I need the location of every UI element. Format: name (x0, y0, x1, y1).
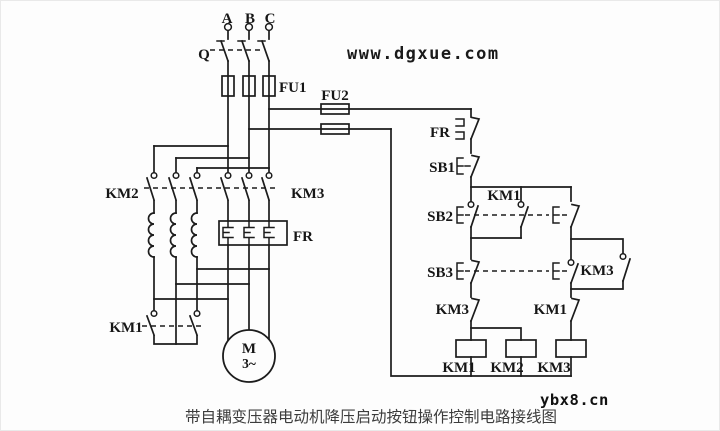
label-phase-c: C (265, 11, 276, 27)
label-km3-main: KM3 (291, 186, 324, 202)
label-sb1: SB1 (429, 160, 455, 176)
label-km1-interlock: KM1 (534, 302, 567, 318)
label-km3-hold: KM3 (580, 263, 613, 279)
watermarks-and-caption: www.dgxue.com ybx8.cn 带自耦变压器电动机降压启动按钮操作控… (185, 44, 609, 426)
label-fu2: FU2 (321, 88, 349, 104)
fuse-fu2-top (320, 103, 350, 115)
km3-interlock-blade (469, 297, 481, 323)
diagram-labels: A B C Q FU1 FU2 KM2 KM3 FR KM1 M 3~ FR S… (105, 11, 613, 376)
sb3-actuator-icon (456, 262, 464, 280)
label-sb2: SB2 (427, 209, 453, 225)
label-coil-km2: KM2 (490, 360, 523, 376)
label-fr-contact: FR (430, 125, 450, 141)
terminal-c (264, 22, 274, 32)
run-branch (218, 171, 288, 383)
winding-1 (147, 212, 155, 258)
label-km2-main: KM2 (105, 186, 138, 202)
label-switch-q: Q (198, 47, 210, 63)
sb3-right-actuator-icon (552, 262, 560, 280)
terminal-a (223, 22, 233, 32)
thermal-relay-box (218, 220, 288, 246)
watermark-ybx8: ybx8.cn (540, 391, 609, 409)
coil-km1-box (455, 339, 487, 358)
label-km1-main: KM1 (109, 320, 142, 336)
label-coil-km1: KM1 (442, 360, 475, 376)
coil-km2-box (505, 339, 537, 358)
label-km1-hold: KM1 (487, 188, 520, 204)
label-fu1: FU1 (279, 80, 307, 96)
label-sb3: SB3 (427, 265, 453, 281)
fuse-fu1-c (262, 75, 276, 97)
label-km3-interlock: KM3 (436, 302, 469, 318)
winding-3 (190, 212, 198, 258)
km1-hold-blade (519, 205, 530, 229)
fuse-fu1-b (242, 75, 256, 97)
label-fr-main: FR (293, 229, 313, 245)
label-phase-a: A (222, 11, 233, 27)
label-motor-3ph: 3~ (242, 356, 256, 371)
power-supply-section (210, 22, 472, 174)
motor-circle (222, 329, 276, 383)
fuse-fu1-a (221, 75, 235, 97)
label-coil-km3: KM3 (537, 360, 570, 376)
km1-interlock-blade (569, 297, 581, 323)
sb3-no-blade (569, 262, 580, 285)
control-circuit (390, 108, 632, 377)
km3-hold-blade (621, 257, 632, 283)
figure-caption: 带自耦变压器电动机降压启动按钮操作控制电路接线图 (185, 408, 557, 426)
autotransformer-branch (142, 145, 277, 345)
sb3-nc-blade (469, 259, 481, 285)
sb1-actuator-icon (456, 157, 471, 175)
sb1-blade (469, 154, 481, 179)
watermark-dgxue: www.dgxue.com (347, 44, 500, 64)
coil-km3-box (555, 339, 587, 358)
sb2-right-actuator-icon (552, 206, 560, 224)
label-motor-m: M (242, 341, 256, 357)
fr-actuator-icon (455, 118, 465, 140)
sb2-nc-blade (569, 203, 581, 229)
sb2-actuator-icon (456, 206, 464, 224)
fr-contact-blade (469, 116, 481, 141)
sb2-no-blade (469, 204, 480, 229)
winding-2 (169, 212, 177, 258)
terminal-b (244, 22, 254, 32)
label-phase-b: B (245, 11, 255, 27)
fuse-fu2-bottom (320, 123, 350, 135)
